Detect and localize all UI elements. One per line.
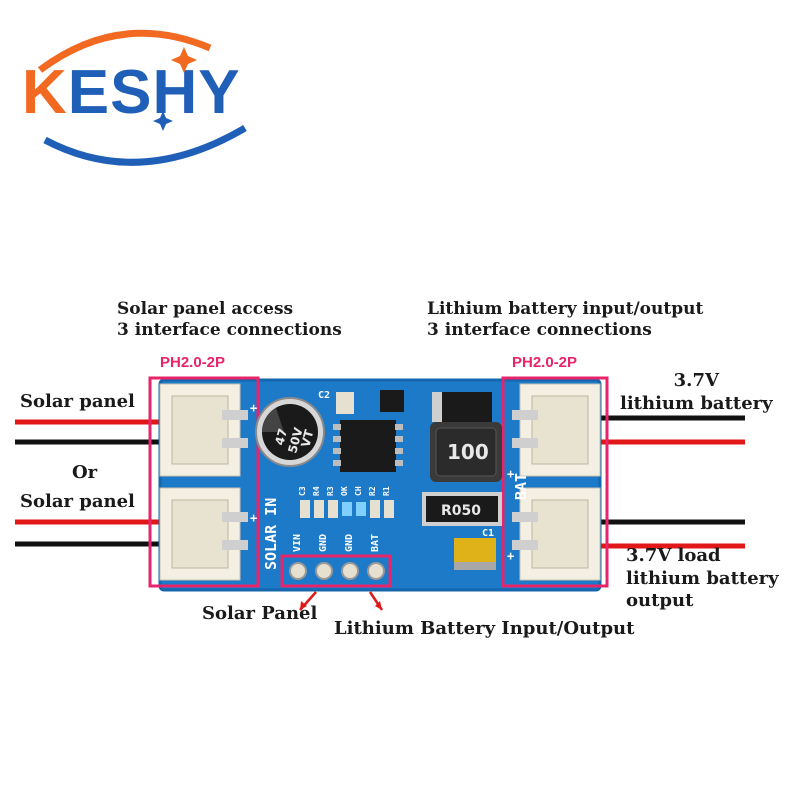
logo-swoosh-top — [37, 29, 212, 73]
battery-top-line2: lithium battery — [620, 392, 773, 414]
smd-label-r1: R1 — [382, 486, 391, 496]
solar-panel-top-label: Solar panel — [20, 391, 135, 412]
left-title-line1: Solar panel access — [117, 299, 294, 319]
capacitor-label-50v: 50V — [285, 425, 305, 454]
right-title-line2: 3 interface connections — [427, 320, 652, 341]
logo-star-small-icon — [153, 111, 173, 131]
pin-battery-label: Lithium Battery Input/Output — [334, 618, 635, 639]
solar-panel-bottom-label: Solar panel — [20, 491, 135, 512]
resistor-label: R050 — [441, 503, 481, 519]
silk-plus-bottom-right: + — [507, 549, 514, 563]
smd-label-r4: R4 — [312, 486, 321, 496]
smd-label-r3: R3 — [326, 486, 335, 496]
silk-solar-in: SOLAR IN — [262, 498, 280, 570]
capacitor-label-47: 47 — [272, 427, 290, 447]
charger-ic — [340, 420, 396, 472]
silk-bat: BAT — [512, 473, 530, 500]
pin-header-highlight — [280, 554, 392, 588]
inductor-label: 100 — [447, 440, 489, 464]
smd-components — [300, 500, 394, 518]
silk-plus-bottom-left: + — [250, 511, 257, 525]
battery-top-line1: 3.7V — [673, 370, 719, 391]
brand-logo: KESHY — [22, 62, 241, 124]
left-connector-top — [159, 383, 248, 477]
smd-label-c3: C3 — [298, 486, 307, 496]
smd-label-ok: OK — [340, 486, 349, 496]
right-connector-highlight — [501, 376, 609, 588]
transistor — [380, 390, 404, 412]
smd-label-r2: R2 — [368, 486, 377, 496]
left-connector-bottom — [159, 487, 248, 581]
right-connector-top — [512, 383, 601, 477]
capacitor-c2 — [336, 392, 354, 414]
logo-letter-k: K — [22, 58, 68, 127]
or-label: Or — [72, 462, 98, 483]
right-title: Lithium battery input/output 3 interface… — [427, 299, 703, 342]
left-title-line2: 3 interface connections — [117, 320, 342, 341]
left-wires — [15, 419, 160, 547]
right-wires — [600, 415, 745, 549]
electrolytic-capacitor — [255, 397, 325, 467]
left-title: Solar panel access 3 interface connectio… — [117, 299, 342, 342]
pin-label-bat: BAT — [370, 534, 381, 552]
pin-solar-label: Solar Panel — [202, 603, 318, 624]
right-title-line1: Lithium battery input/output — [427, 299, 704, 319]
smd-label-ch: CH — [354, 486, 363, 496]
left-connector-highlight — [148, 376, 260, 588]
label-c1: C1 — [482, 528, 494, 539]
load-line1: 3.7V load — [626, 545, 721, 566]
left-connector-type: PH2.0-2P — [160, 354, 226, 371]
shunt-resistor — [422, 492, 502, 526]
pin-label-gnd-2: GND — [344, 534, 355, 552]
load-line3: output — [626, 590, 694, 611]
load-line2: lithium battery — [626, 567, 779, 589]
label-c2: C2 — [318, 390, 330, 401]
pin-header — [289, 562, 385, 580]
logo-letters-rest: ESHY — [67, 58, 241, 127]
silk-plus-top-left: + — [250, 401, 257, 415]
battery-top-label: 3.7V lithium battery — [620, 370, 773, 415]
logo-star-icon — [171, 47, 197, 73]
right-connector-bottom — [512, 487, 601, 581]
logo-swoosh-bottom — [43, 124, 247, 166]
silk-plus-top-right: + — [507, 467, 514, 481]
right-connector-type: PH2.0-2P — [512, 354, 578, 371]
capacitor-label-vt: VT — [298, 427, 316, 448]
pin-label-gnd-1: GND — [318, 534, 329, 552]
load-label: 3.7V load lithium battery output — [626, 545, 779, 613]
pin-label-vin: VIN — [292, 534, 303, 552]
